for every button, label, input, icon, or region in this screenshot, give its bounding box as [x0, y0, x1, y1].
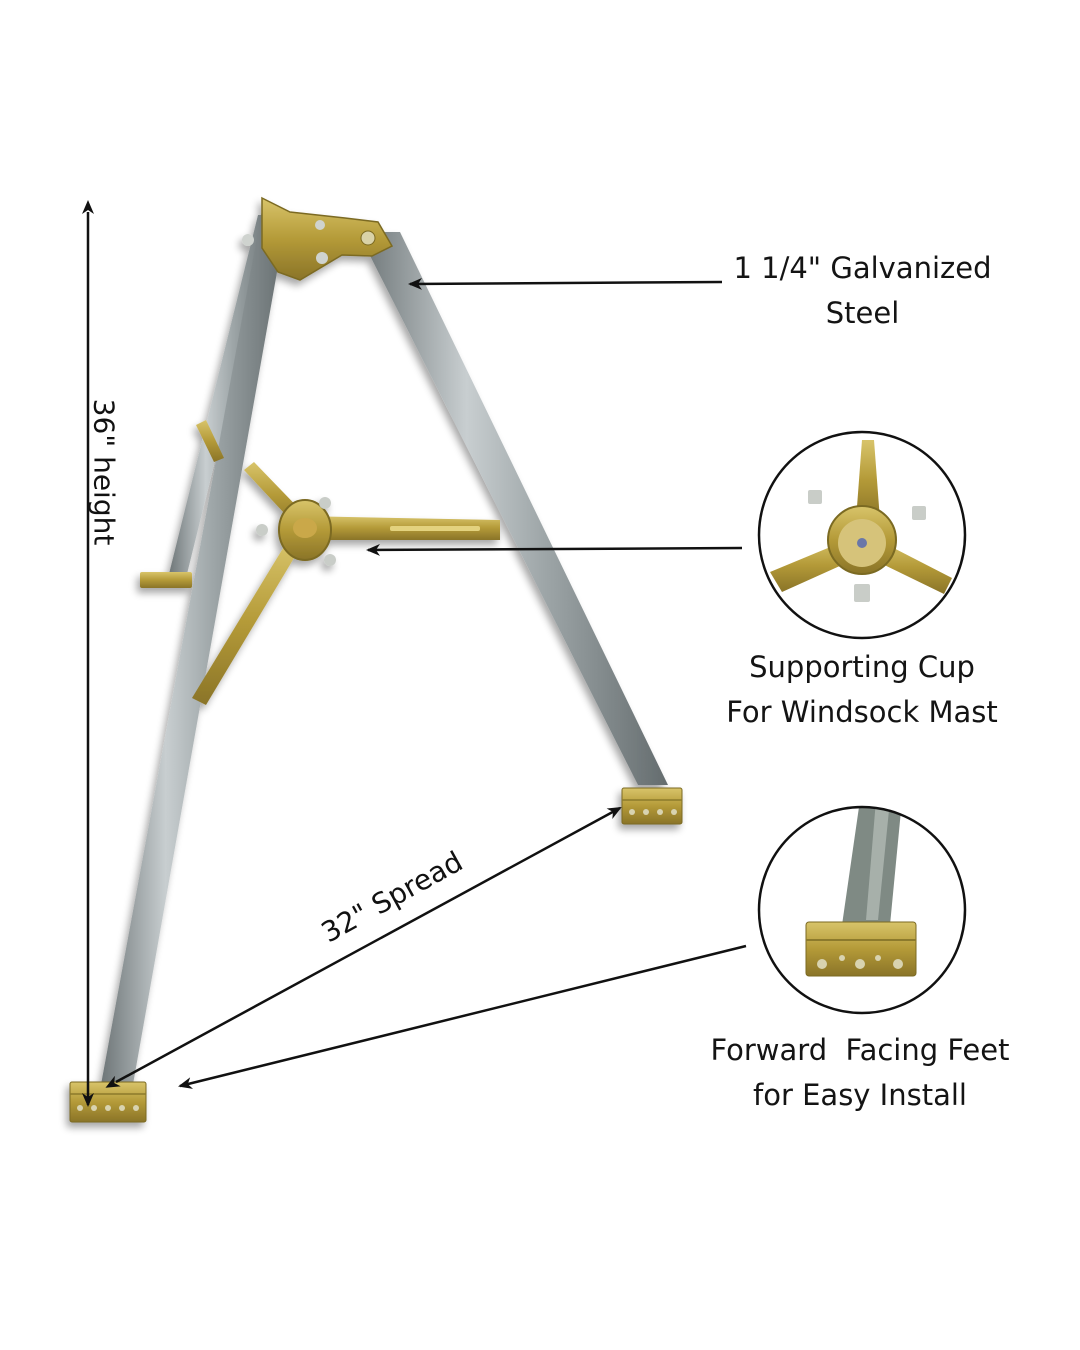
height-label: 36" height — [87, 398, 121, 546]
callout-line: for Easy Install — [753, 1078, 967, 1112]
supporting-cup-assembly — [192, 420, 500, 705]
supporting-cup-callout: Supporting Cup For Windsock Mast — [712, 645, 1012, 735]
foot-bracket-closeup — [757, 805, 967, 1015]
callout-line: Forward Facing Feet — [710, 1033, 1010, 1067]
callout-line: Steel — [825, 296, 900, 330]
galvanized-steel-callout: 1 1/4" Galvanized Steel — [725, 246, 1000, 336]
spread-dimension-arrow — [105, 806, 622, 1088]
forward-facing-feet-callout: Forward Facing Feet for Easy Install — [700, 1028, 1020, 1118]
steel-callout-arrow — [408, 277, 723, 290]
right-leg — [358, 232, 668, 785]
rear-foot-bracket — [140, 572, 192, 588]
cup-callout-arrow — [366, 543, 743, 556]
callout-line: 1 1/4" Galvanized — [733, 251, 992, 285]
top-bracket — [242, 196, 394, 281]
right-foot-bracket — [621, 787, 683, 825]
callout-line: Supporting Cup — [749, 650, 975, 684]
callout-line: For Windsock Mast — [726, 695, 998, 729]
feet-callout-arrow — [178, 944, 747, 1089]
front-foot-bracket — [69, 1081, 147, 1123]
supporting-cup-closeup — [757, 430, 967, 640]
front-leg — [100, 210, 288, 1090]
